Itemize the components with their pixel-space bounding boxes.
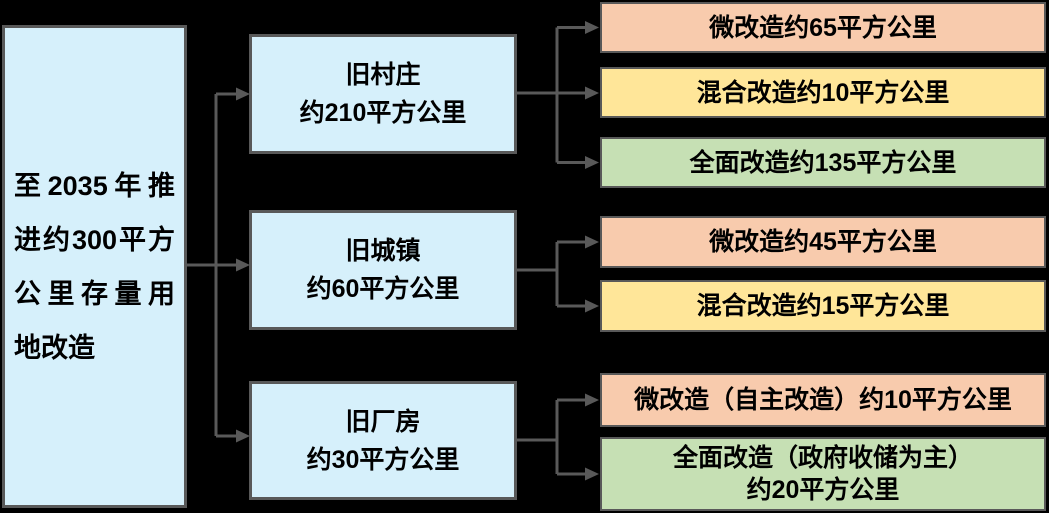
root-box-line: 至2035年推	[14, 170, 175, 201]
root-box-text: 至2035年推 进约300平方 公里存量用 地改造	[5, 159, 184, 375]
root-box-line: 公里存量用	[14, 278, 175, 309]
connector-village-to-outcomes	[517, 26, 585, 164]
outcome-box-factory-micro: 微改造（自主改造）约10平方公里	[600, 373, 1046, 427]
category-area: 约210平方公里	[299, 99, 467, 127]
outcome-label: 微改造（自主改造）约10平方公里	[634, 386, 1012, 414]
category-name: 旧村庄	[345, 61, 421, 89]
outcome-label: 微改造约45平方公里	[709, 228, 937, 256]
outcome-label: 微改造约65平方公里	[709, 13, 937, 42]
outcome-label-line: 约20平方公里	[746, 476, 900, 504]
category-area: 约30平方公里	[306, 445, 460, 474]
outcome-box-town-mixed: 混合改造约15平方公里	[600, 280, 1046, 332]
connector-factory-to-outcomes	[517, 398, 585, 476]
category-name: 旧厂房	[345, 407, 421, 436]
outcome-box-village-mixed: 混合改造约10平方公里	[600, 67, 1046, 118]
root-box: 至2035年推 进约300平方 公里存量用 地改造	[2, 25, 187, 508]
outcome-label: 混合改造约10平方公里	[696, 78, 950, 107]
arrowheads	[236, 21, 599, 481]
connector-root-to-categories	[186, 92, 236, 438]
outcome-box-village-micro: 微改造约65平方公里	[600, 2, 1046, 53]
connector-town-to-outcomes	[517, 240, 585, 308]
category-area: 约60平方公里	[306, 275, 460, 303]
outcome-label-line: 全面改造（政府收储为主）	[672, 444, 973, 472]
category-box-old-town: 旧城镇 约60平方公里	[249, 210, 517, 330]
root-box-line: 进约300平方	[14, 224, 175, 255]
category-name: 旧城镇	[345, 237, 421, 265]
category-box-old-factory: 旧厂房 约30平方公里	[249, 381, 517, 500]
outcome-label: 混合改造约15平方公里	[696, 292, 950, 320]
outcome-box-factory-full: 全面改造（政府收储为主） 约20平方公里	[600, 437, 1046, 511]
outcome-box-village-full: 全面改造约135平方公里	[600, 137, 1046, 188]
category-box-old-village: 旧村庄 约210平方公里	[249, 34, 517, 154]
root-box-line: 地改造	[14, 332, 95, 363]
outcome-box-town-micro: 微改造约45平方公里	[600, 216, 1046, 268]
outcome-label: 全面改造约135平方公里	[689, 148, 957, 177]
